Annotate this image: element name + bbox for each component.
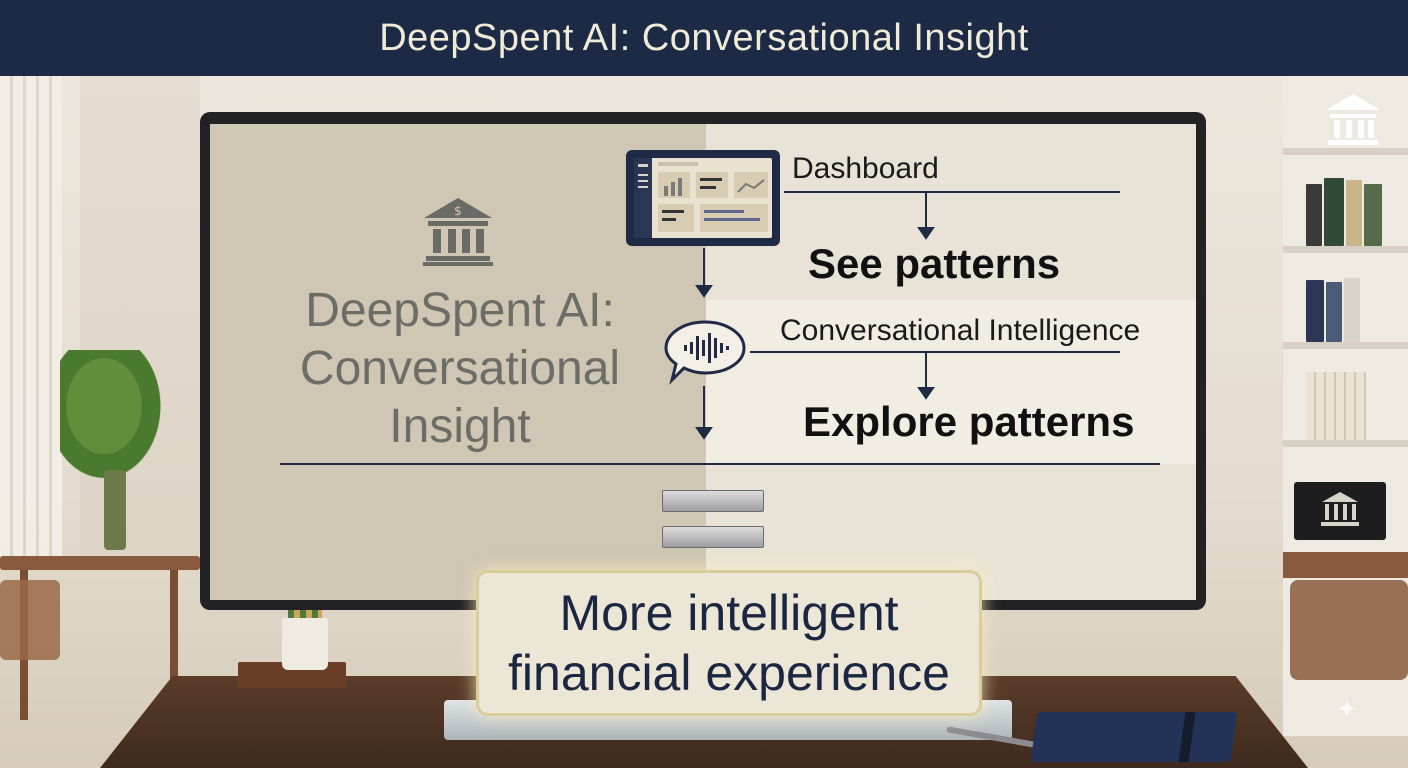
- equals-icon: [662, 526, 764, 548]
- down-arrowhead: [695, 427, 713, 440]
- result-line: financial experience: [508, 645, 950, 701]
- chair: [1290, 580, 1408, 680]
- book: [1346, 180, 1362, 246]
- book: [1306, 280, 1324, 342]
- dashboard-label: Dashboard: [792, 152, 939, 185]
- potted-plant: [60, 350, 170, 490]
- explore-patterns-heading: Explore patterns: [803, 398, 1135, 445]
- bank-icon: [1322, 92, 1384, 150]
- side-table: [0, 556, 200, 570]
- screen-title: DeepSpent AI: Conversational Insight: [290, 282, 630, 456]
- shelf-board: [1283, 342, 1408, 349]
- header-bar: DeepSpent AI: Conversational Insight: [0, 0, 1408, 76]
- book: [1364, 184, 1382, 246]
- dashboard-panel: [634, 158, 772, 238]
- book: [1324, 178, 1344, 246]
- book: [1326, 282, 1342, 342]
- flow-connectors: [280, 191, 1160, 465]
- down-arrowhead: [695, 285, 713, 298]
- svg-text:$: $: [454, 204, 462, 218]
- dashboard-arrowhead: [917, 227, 935, 240]
- screen-title-line: Insight: [389, 400, 531, 453]
- shelf-board: [1283, 148, 1408, 155]
- monitor-screen: $ DeepSpent AI: Conversational Insight: [210, 124, 1196, 600]
- page-title: DeepSpent AI: Conversational Insight: [379, 16, 1029, 59]
- screen-title-line: DeepSpent AI:: [305, 284, 615, 337]
- small-monitor: [1294, 482, 1386, 540]
- highlight-band: [706, 300, 1196, 464]
- sparkle-icon: ✦: [1336, 694, 1358, 724]
- window-blinds: [0, 76, 62, 556]
- conversation-arrowhead: [917, 387, 935, 400]
- book-row: [1306, 372, 1366, 440]
- notebook: [1030, 712, 1238, 762]
- result-box: More intelligent financial experience: [476, 570, 982, 716]
- see-patterns-heading: See patterns: [808, 240, 1061, 287]
- shelf-board: [1283, 246, 1408, 253]
- result-line: More intelligent: [559, 585, 899, 641]
- book: [1344, 278, 1360, 342]
- pencil-cup: [282, 618, 328, 670]
- plant-stem: [104, 470, 126, 550]
- speech-waveform-icon: [662, 318, 748, 386]
- screen-title-line: Conversational: [299, 342, 621, 395]
- bank-icon: $: [420, 196, 496, 268]
- table-leg: [170, 570, 178, 720]
- book: [1306, 184, 1322, 246]
- conversation-label: Conversational Intelligence: [780, 314, 1141, 347]
- equals-icon: [662, 490, 764, 512]
- dashboard-icon: [626, 150, 780, 246]
- desk-right: [1283, 552, 1408, 578]
- chair: [0, 580, 60, 660]
- shelf-board: [1283, 440, 1408, 447]
